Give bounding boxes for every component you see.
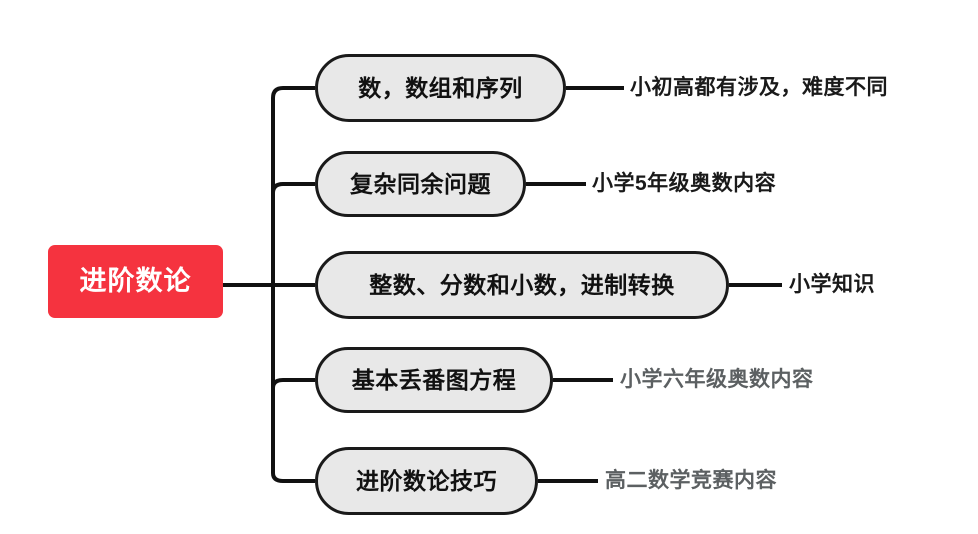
branch-note-4: 小学六年级奥数内容 <box>620 368 814 391</box>
connector-branch-1 <box>271 86 315 99</box>
branch-note-1: 小初高都有涉及，难度不同 <box>630 76 888 99</box>
branch-note-3: 小学知识 <box>789 273 875 296</box>
branch-node-3-label: 整数、分数和小数，进制转换 <box>369 271 675 298</box>
connector-branch-4 <box>271 378 315 389</box>
root-node-label: 进阶数论 <box>79 266 192 296</box>
branch-note-2: 小学5年级奥数内容 <box>592 172 777 195</box>
root-node[interactable]: 进阶数论 <box>48 245 223 318</box>
connector-branch-2 <box>271 182 315 194</box>
branch-node-5-label: 进阶数论技巧 <box>356 467 497 494</box>
branch-node-3[interactable]: 整数、分数和小数，进制转换 <box>315 251 729 319</box>
branch-node-2[interactable]: 复杂同余问题 <box>315 151 526 217</box>
branch-node-1-label: 数，数组和序列 <box>358 74 523 101</box>
branch-node-1[interactable]: 数，数组和序列 <box>315 54 566 122</box>
connector-branch-5 <box>271 472 315 483</box>
branch-node-4[interactable]: 基本丢番图方程 <box>315 347 553 413</box>
branch-note-5: 高二数学竞赛内容 <box>605 469 777 492</box>
branch-node-2-label: 复杂同余问题 <box>350 170 491 197</box>
branch-node-5[interactable]: 进阶数论技巧 <box>315 447 538 515</box>
branch-node-4-label: 基本丢番图方程 <box>351 366 517 393</box>
